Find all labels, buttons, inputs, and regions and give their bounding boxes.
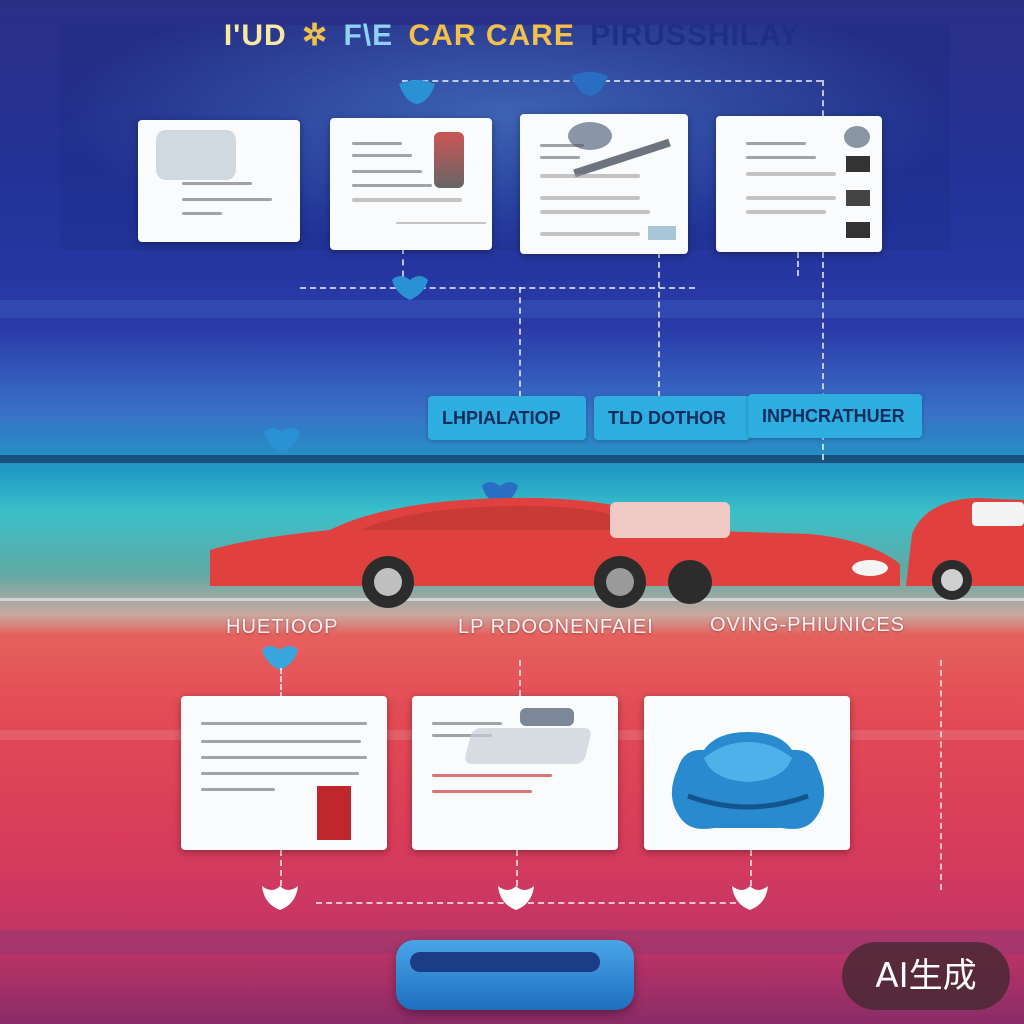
- text-line: [540, 210, 650, 214]
- text-line: [540, 232, 640, 236]
- stage-label: TLD DOTHOR: [594, 396, 750, 440]
- product-icon: [846, 156, 870, 172]
- product-icon: [846, 222, 870, 238]
- text-line: [746, 156, 816, 159]
- step-card: [716, 116, 882, 252]
- section-label: HUETIOOP: [226, 616, 339, 638]
- connector: [750, 850, 752, 886]
- connector: [280, 668, 282, 698]
- tool-icon: [520, 708, 574, 726]
- title-part: F\E: [343, 19, 394, 52]
- stripe: [0, 455, 1024, 463]
- text-line: [432, 722, 502, 725]
- connector: [300, 287, 695, 289]
- device-illustration: [396, 940, 634, 1010]
- connector: [658, 252, 660, 397]
- step-card: [138, 120, 300, 242]
- text-line: [352, 184, 432, 187]
- product-icon: [434, 132, 464, 188]
- connector: [516, 850, 518, 886]
- brush-icon: [844, 126, 870, 148]
- heart-icon: [498, 886, 534, 910]
- text-line: [432, 734, 492, 737]
- text-line: [182, 212, 222, 215]
- text-line: [540, 174, 640, 178]
- text-line: [182, 182, 252, 185]
- ai-generated-badge: AI生成: [842, 942, 1010, 1010]
- text-line: [201, 722, 367, 725]
- connector: [402, 248, 404, 288]
- title-part: PIRUSSHILAY: [590, 19, 801, 52]
- step-card: [520, 114, 688, 254]
- text-line: [352, 142, 402, 145]
- heart-icon: [732, 886, 768, 910]
- title-part: ✲: [302, 19, 329, 52]
- text-line: [746, 210, 826, 214]
- step-card: [181, 696, 387, 850]
- connector: [822, 80, 824, 460]
- car-illustration: [906, 498, 1024, 600]
- heart-icon: [572, 72, 608, 96]
- swatch: [648, 226, 676, 240]
- product-icon: [317, 786, 351, 840]
- section-label: LP RDOONENFAIEI: [458, 616, 654, 638]
- text-line: [182, 198, 272, 201]
- heart-icon: [262, 886, 298, 910]
- text-line: [201, 788, 275, 791]
- step-card: [412, 696, 618, 850]
- device-slot: [410, 952, 600, 972]
- page-title: I'UD ✲ F\E CAR CARE PIRUSSHILAY: [0, 18, 1024, 53]
- connector: [519, 660, 521, 696]
- heart-icon: [392, 276, 428, 300]
- stage-label: LHPIALATIOP: [428, 396, 586, 440]
- card-image: [156, 130, 236, 180]
- step-card: [330, 118, 492, 250]
- text-line: [432, 790, 532, 793]
- section-label: OVING-PHIUNICES: [710, 614, 906, 636]
- text-line: [352, 198, 462, 202]
- connector: [940, 660, 942, 890]
- text-line: [746, 196, 836, 200]
- connector: [797, 252, 799, 276]
- text-line: [540, 156, 580, 159]
- heart-icon: [399, 80, 435, 104]
- title-part: CAR CARE: [408, 19, 575, 52]
- text-line: [352, 154, 412, 157]
- text-line: [540, 196, 640, 200]
- text-line: [746, 142, 806, 145]
- tool-icon: [463, 728, 593, 764]
- heart-icon: [264, 428, 300, 452]
- title-part: I'UD: [223, 19, 287, 52]
- car-mat-icon: [671, 732, 825, 829]
- text-line: [432, 774, 552, 777]
- stripe: [0, 300, 1024, 318]
- connector: [519, 287, 521, 397]
- text-line: [201, 740, 361, 743]
- text-line: [540, 144, 584, 147]
- text-line: [396, 222, 486, 224]
- heart-icon: [262, 646, 298, 670]
- stage-label: INPHCRATHUER: [748, 394, 922, 438]
- text-line: [746, 172, 836, 176]
- text-line: [352, 170, 422, 173]
- road-stripe: [0, 598, 1024, 601]
- connector: [316, 902, 756, 904]
- step-card: [644, 696, 850, 850]
- text-line: [201, 756, 367, 759]
- connector: [402, 80, 822, 82]
- connector: [280, 850, 282, 886]
- product-icon: [846, 190, 870, 206]
- text-line: [201, 772, 359, 775]
- car-illustration: [210, 497, 900, 608]
